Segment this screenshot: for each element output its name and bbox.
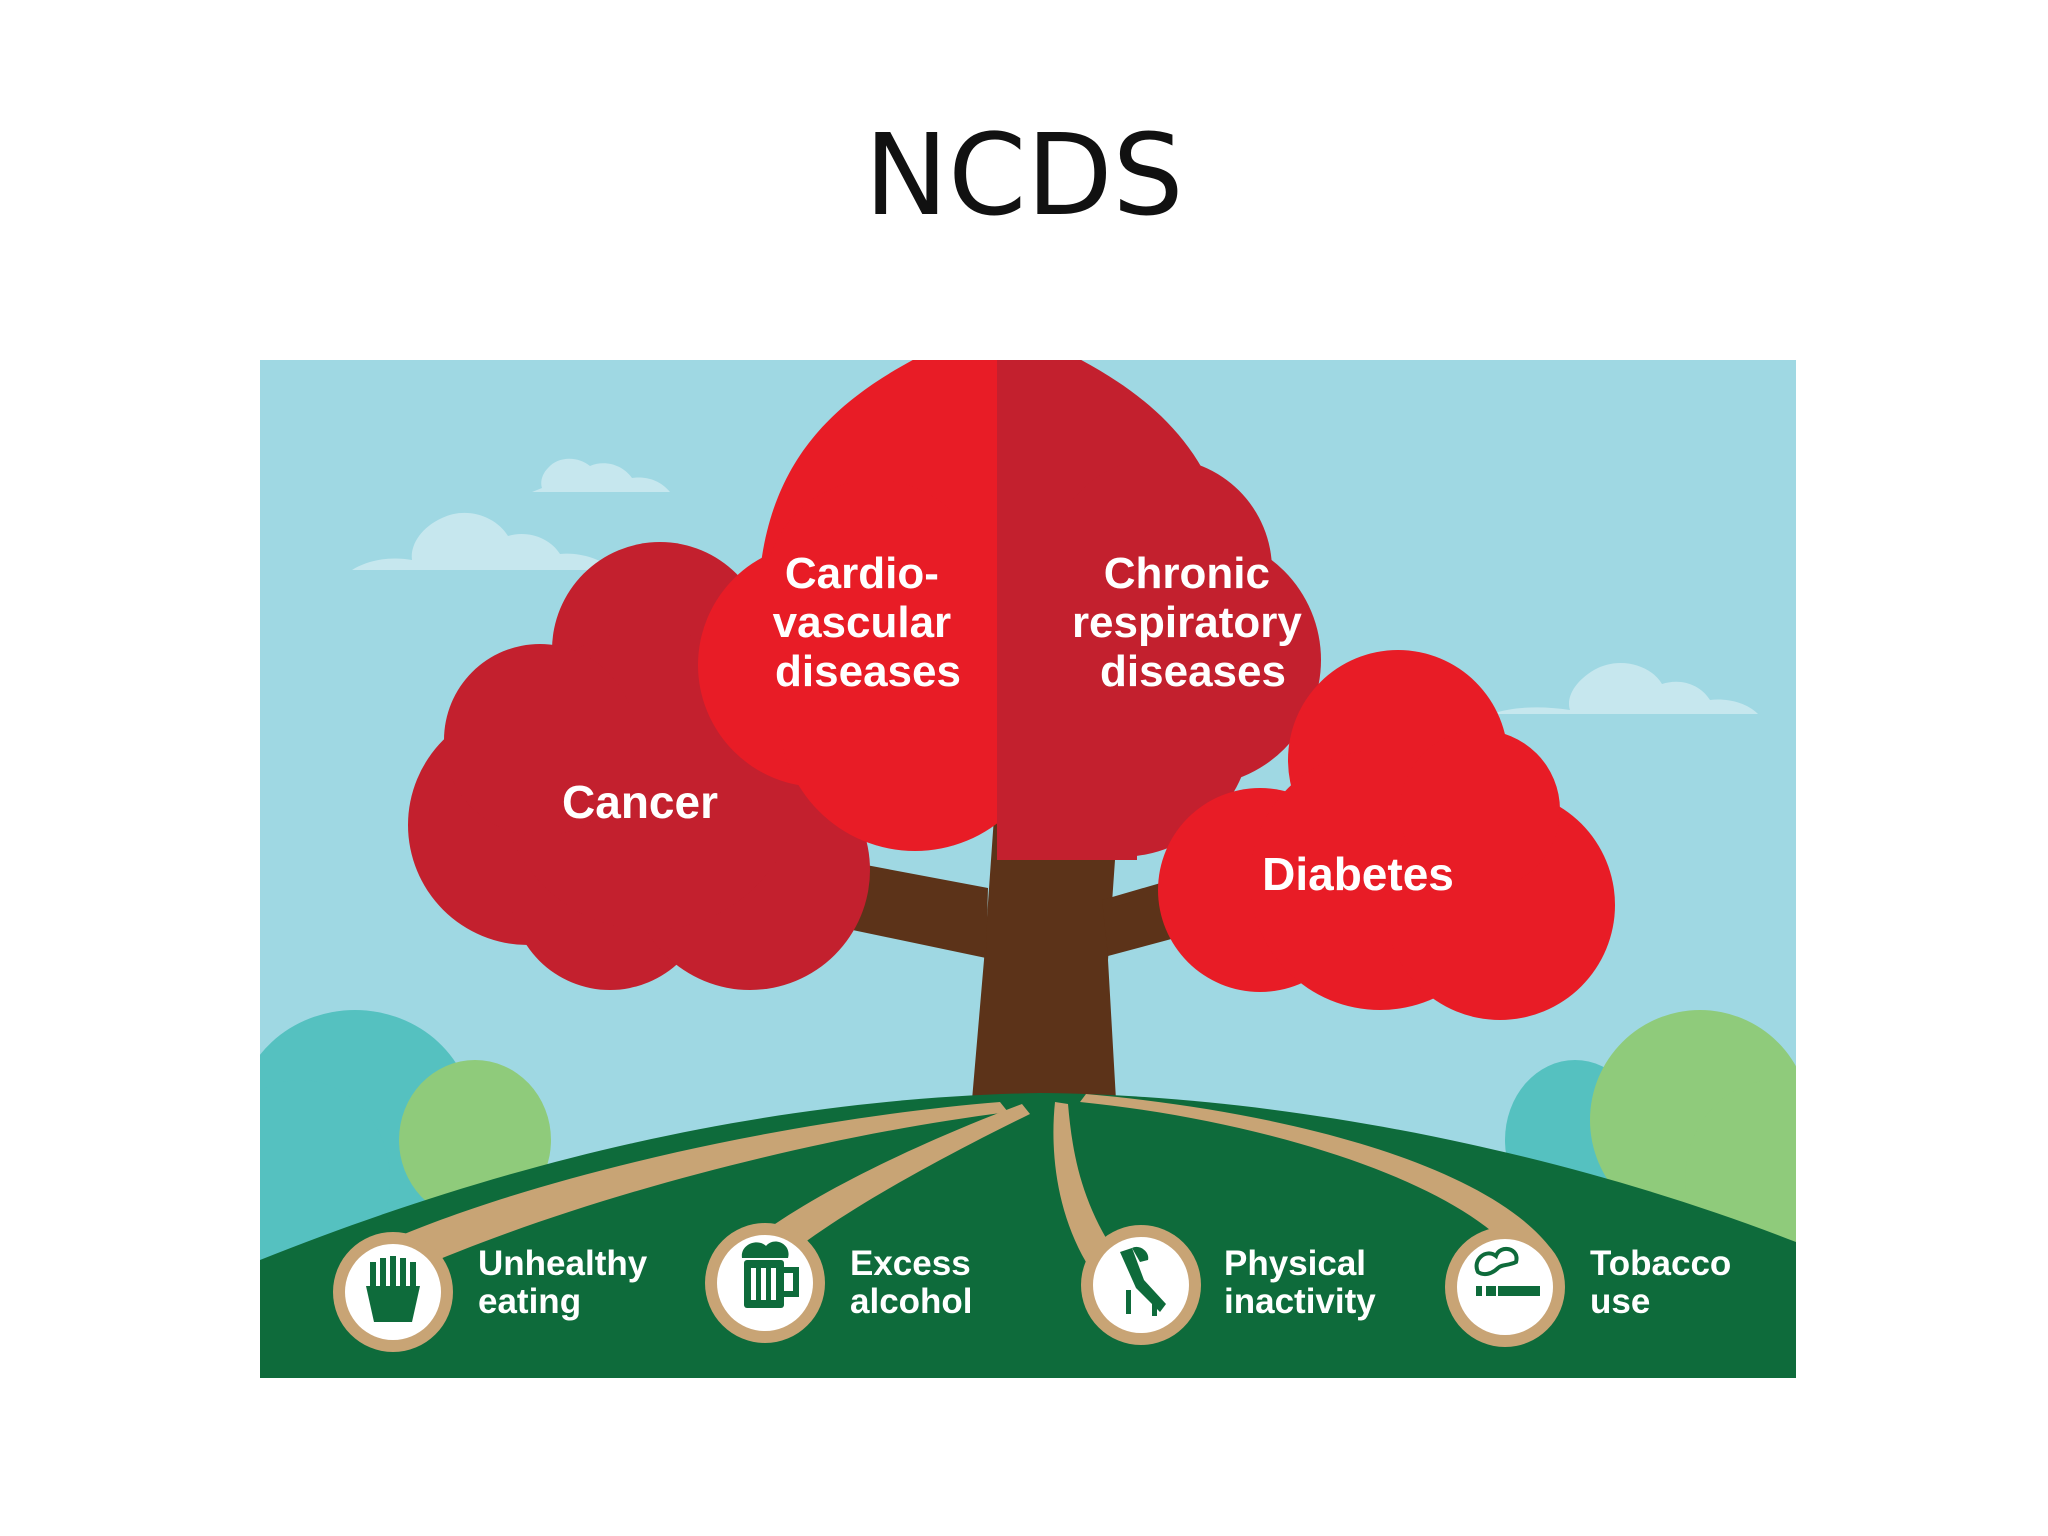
slide-title: NCDS — [864, 111, 1184, 241]
cause-unhealthy-eating: Unhealthy eating — [333, 1232, 657, 1352]
respiratory-label: Chronic respiratory diseases — [1072, 549, 1314, 696]
cause-label: Physical inactivity — [1224, 1244, 1376, 1321]
cancer-blob — [408, 542, 870, 990]
cause-label: Tobacco use — [1590, 1244, 1741, 1321]
fries-icon — [366, 1256, 420, 1322]
cause-label: Excess alcohol — [850, 1244, 980, 1321]
ncds-tree-illustration: Cardio- vascular diseases Chronic respir… — [260, 360, 1796, 1378]
beer-mug-icon — [741, 1241, 799, 1308]
lounge-chair-icon — [1120, 1246, 1166, 1316]
respiratory-blob — [988, 458, 1321, 860]
cause-excess-alcohol: Excess alcohol — [705, 1223, 980, 1343]
cardiovascular-fill — [860, 510, 997, 810]
cigarette-icon — [1474, 1246, 1540, 1296]
cause-label: Unhealthy eating — [478, 1244, 657, 1321]
cloud-icon — [352, 512, 614, 570]
diabetes-blob — [1158, 650, 1615, 1020]
cardiovascular-label: Cardio- vascular diseases — [773, 549, 964, 696]
cause-tobacco-use: Tobacco use — [1445, 1227, 1741, 1347]
cancer-label: Cancer — [562, 776, 718, 828]
cloud-icon — [1492, 662, 1758, 714]
cause-physical-inactivity: Physical inactivity — [1081, 1225, 1376, 1345]
cloud-icon — [532, 458, 670, 492]
diabetes-label: Diabetes — [1262, 848, 1454, 900]
